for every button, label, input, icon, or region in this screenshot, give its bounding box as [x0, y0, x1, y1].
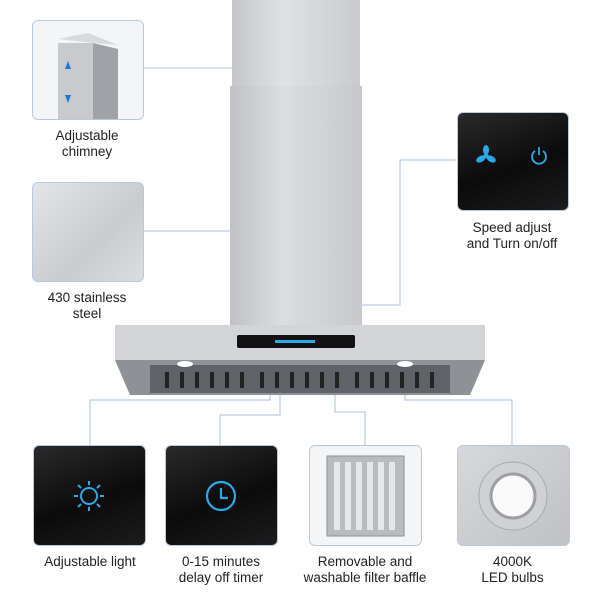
chimney-label: Adjustable chimney [55, 128, 119, 159]
filter-thumbnail [309, 445, 422, 546]
clock-icon [205, 480, 237, 512]
controls-label: Speed adjust and Turn on/off [466, 220, 558, 251]
chimney-upper [232, 0, 360, 86]
chimney-lower [230, 86, 362, 326]
chimney-thumbnail [32, 20, 144, 120]
baffle-slots [165, 372, 434, 388]
light-label: Adjustable light [44, 554, 136, 569]
light-thumbnail [33, 445, 146, 546]
controls-thumbnail [457, 112, 569, 211]
fan-icon [476, 145, 496, 163]
led-bulb-label: 4000K LED bulbs [481, 554, 544, 585]
light-bulb-icon [74, 481, 104, 511]
stainless-steel-thumbnail [32, 182, 144, 282]
timer-thumbnail [165, 445, 278, 546]
led-bulb-thumbnail [457, 445, 570, 546]
timer-label: 0-15 minutes delay off timer [178, 554, 264, 585]
filter-label: Removable and washable filter baffle [303, 554, 427, 585]
power-icon [531, 147, 547, 165]
hood-body [115, 325, 485, 395]
steel-label: 430 stainless steel [47, 290, 127, 321]
